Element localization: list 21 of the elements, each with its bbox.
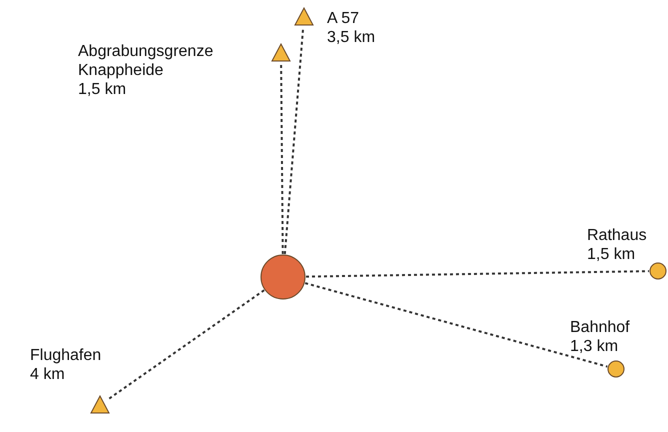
dotted-line	[108, 289, 265, 400]
place-name: Flughafen	[30, 346, 102, 365]
marker-triangle	[294, 7, 314, 27]
marker-triangle	[90, 395, 110, 415]
distance-label: 3,5 km	[327, 28, 376, 47]
dotted-line	[284, 26, 304, 254]
dotted-line	[304, 282, 608, 368]
distance-label: 1,3 km	[570, 337, 620, 356]
place-name: Rathaus	[587, 226, 648, 245]
place-name: A 57	[327, 9, 360, 28]
marker-circle	[607, 360, 625, 378]
center-circle	[260, 254, 306, 300]
distance-label: 4 km	[30, 365, 66, 384]
distance-label: 1,5 km	[78, 80, 128, 99]
distance-label: 1,5 km	[587, 245, 636, 264]
marker-circle	[649, 262, 667, 280]
place-name: Abgrabungsgrenze Knappheide	[78, 42, 214, 80]
marker-triangle	[271, 43, 291, 63]
dotted-line	[280, 63, 284, 254]
place-name: Bahnhof	[570, 318, 631, 337]
dotted-line	[306, 270, 650, 278]
